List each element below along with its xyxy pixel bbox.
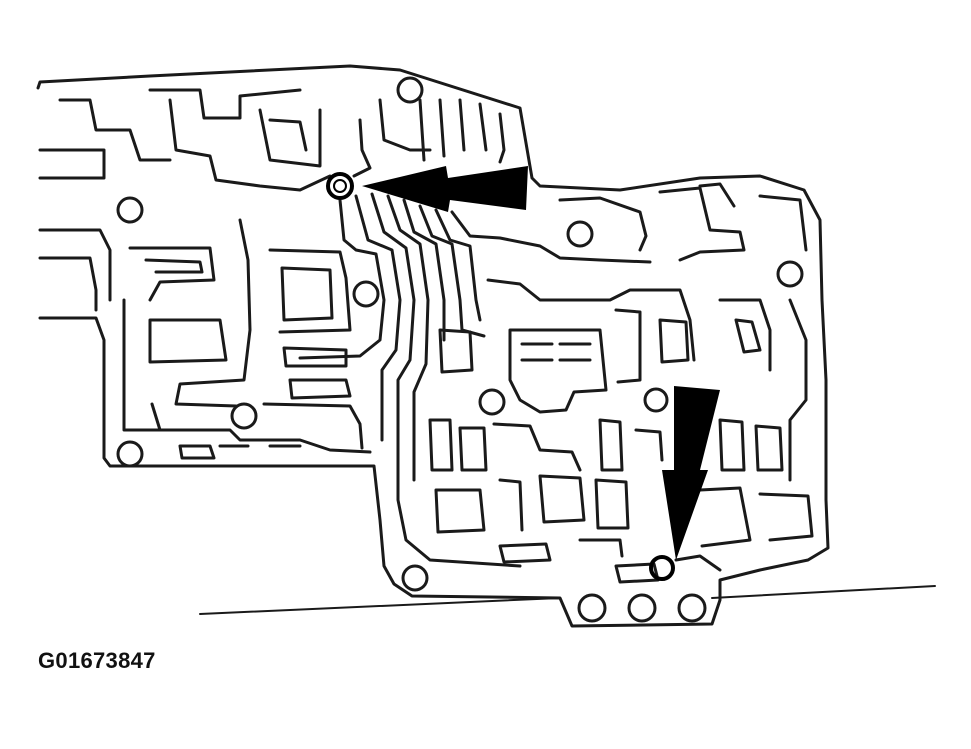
passage xyxy=(734,318,762,354)
passage xyxy=(168,98,332,192)
passage xyxy=(438,328,474,374)
plate-outline xyxy=(36,64,830,628)
passage xyxy=(122,298,372,454)
passage xyxy=(634,428,664,462)
passage xyxy=(418,98,488,162)
passage xyxy=(614,308,642,384)
passage xyxy=(174,218,252,408)
passage xyxy=(418,204,486,338)
passage xyxy=(38,148,106,180)
bolt-hole xyxy=(627,593,657,623)
passage xyxy=(698,182,736,208)
passage xyxy=(578,538,624,558)
passage xyxy=(148,318,228,364)
figure-code-label: G01673847 xyxy=(38,648,156,673)
bolt-hole xyxy=(566,220,594,248)
passage xyxy=(434,488,486,534)
passage xyxy=(758,492,814,542)
bolt-hole xyxy=(776,260,804,288)
passage xyxy=(402,198,446,342)
passage xyxy=(370,192,522,568)
passage xyxy=(520,342,592,362)
passage xyxy=(38,256,98,312)
valve-body-plate xyxy=(36,64,936,628)
bolt-hole xyxy=(230,402,258,430)
passage xyxy=(148,88,302,120)
passage xyxy=(280,266,334,322)
upper-check-ball-inner xyxy=(333,179,347,193)
passage xyxy=(38,228,112,302)
passage xyxy=(298,198,386,360)
passage xyxy=(538,474,586,524)
passage xyxy=(718,298,772,372)
passage xyxy=(354,194,402,442)
passage xyxy=(428,418,454,472)
bolt-hole xyxy=(478,388,506,416)
passage xyxy=(486,278,696,362)
lower-check-ball xyxy=(649,555,675,581)
upper-check-ball xyxy=(326,172,354,200)
passage xyxy=(150,402,162,432)
passage xyxy=(758,194,808,252)
bolt-hole xyxy=(116,440,144,468)
passage xyxy=(492,422,582,472)
passage xyxy=(262,402,364,450)
passage xyxy=(386,194,430,482)
down-pointing-arrow xyxy=(662,386,720,560)
callout-arrows xyxy=(362,166,720,560)
passage xyxy=(352,118,372,178)
passage xyxy=(658,186,746,262)
passage xyxy=(698,486,752,548)
passage xyxy=(282,346,348,368)
bolt-hole xyxy=(401,564,429,592)
passage xyxy=(594,478,630,530)
housing-edge-line xyxy=(199,585,936,615)
passage xyxy=(498,478,524,532)
passage xyxy=(434,208,482,322)
passage xyxy=(674,554,722,572)
passage xyxy=(598,418,624,472)
passage xyxy=(178,444,216,460)
check-balls xyxy=(326,172,675,581)
passage xyxy=(268,118,308,152)
bolt-hole xyxy=(677,593,707,623)
passage xyxy=(498,542,552,564)
passage xyxy=(718,418,746,472)
passage xyxy=(558,196,648,252)
passage xyxy=(508,328,608,414)
bolt-hole xyxy=(396,76,424,104)
passage xyxy=(58,98,172,162)
bolt-hole xyxy=(643,387,669,413)
passage xyxy=(258,108,322,168)
bolt-hole xyxy=(352,280,380,308)
passage xyxy=(450,210,652,264)
passage xyxy=(658,318,690,364)
passage xyxy=(754,424,784,472)
passage xyxy=(788,298,808,482)
passage xyxy=(498,112,506,164)
passage xyxy=(458,426,488,472)
left-pointing-arrow xyxy=(362,166,528,212)
passage xyxy=(378,98,432,152)
bolt-hole xyxy=(577,593,607,623)
bolt-hole xyxy=(116,196,144,224)
passage xyxy=(288,378,352,400)
passage xyxy=(144,258,204,274)
passage xyxy=(128,246,216,302)
passage xyxy=(268,248,352,334)
